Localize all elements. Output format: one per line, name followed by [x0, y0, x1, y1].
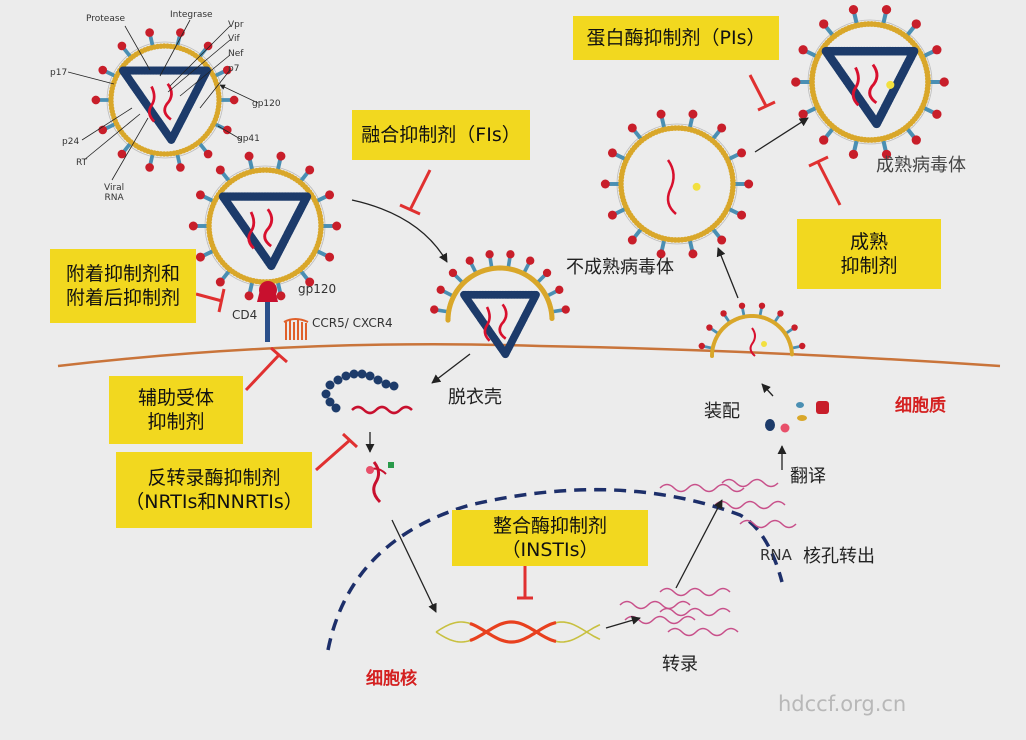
label-p17: p17 [50, 68, 68, 78]
inhibitor-bars [195, 74, 842, 600]
fusion-inhibitor-box: 融合抑制剂（FIs） [352, 110, 530, 160]
process-arrows [351, 117, 809, 629]
translated-proteins [765, 401, 829, 433]
virus-structure-diagram [91, 28, 239, 172]
label-viral-rna: Viral RNA [104, 183, 125, 203]
label-nuclear-export: 核孔转出 [803, 546, 875, 567]
fusion-inhibition [399, 169, 432, 216]
exported-rna [659, 478, 797, 529]
ccr5-coreceptor [283, 318, 309, 340]
integrase-inhibition [517, 566, 533, 600]
label-immature-virion: 不成熟病毒体 [566, 257, 674, 278]
label-protease: Protease [86, 14, 126, 24]
cd4-receptor [257, 281, 278, 342]
transcribed-rna [619, 587, 739, 637]
label-rna: RNA [760, 546, 792, 564]
label-gp120: gp120 [252, 99, 281, 109]
virus-fusing [430, 250, 570, 359]
virus-bound-to-cd4 [188, 151, 342, 301]
integrated-dna-helix [435, 620, 601, 644]
label-p7: p7 [228, 64, 240, 74]
label-nef: Nef [228, 49, 244, 59]
label-transcription: 转录 [662, 654, 698, 675]
label-vif: Vif [228, 34, 240, 44]
label-cytoplasm: 细胞质 [895, 396, 946, 416]
label-assembly: 装配 [704, 401, 740, 422]
mature-virion [791, 4, 949, 160]
label-gp41: gp41 [237, 134, 260, 144]
virus-budding [698, 302, 806, 358]
label-integrase: Integrase [170, 10, 213, 20]
protease-inhibition [748, 74, 776, 112]
maturation-inhibition [808, 155, 842, 206]
immature-virion [600, 109, 754, 259]
coreceptor-inhibitor-box: 辅助受体 抑制剂 [109, 376, 243, 444]
attachment-inhibitor-box: 附着抑制剂和 附着后抑制剂 [50, 249, 196, 323]
attachment-inhibition [195, 288, 226, 313]
viral-rna-strand [351, 405, 413, 415]
label-uncoating: 脱衣壳 [448, 387, 502, 408]
label-mature-virion: 成熟病毒体 [876, 155, 966, 176]
label-gp120-bound: gp120 [298, 282, 337, 296]
structure-pointer-lines [67, 19, 259, 181]
label-rt: RT [76, 158, 88, 168]
label-translation: 翻译 [790, 466, 826, 487]
reverse-transcribed-dna [366, 461, 394, 504]
label-nucleus: 细胞核 [366, 669, 417, 689]
uncoated-capsid [321, 369, 399, 413]
cell-membrane [57, 342, 1001, 368]
coreceptor-inhibition [244, 346, 288, 392]
label-p24: p24 [62, 137, 80, 147]
label-vpr: Vpr [228, 20, 244, 30]
integrase-inhibitor-box: 整合酶抑制剂 （INSTIs） [452, 510, 648, 566]
label-ccr5-cxcr4: CCR5/ CXCR4 [312, 316, 393, 330]
label-cd4: CD4 [232, 308, 258, 322]
nuclear-envelope [326, 487, 784, 651]
rt-inhibitor-box: 反转录酶抑制剂 （NRTIs和NNRTIs） [116, 452, 312, 528]
watermark: hdccf.org.cn [778, 692, 907, 716]
maturation-inhibitor-box: 成熟 抑制剂 [797, 219, 941, 289]
rt-inhibition [315, 432, 359, 472]
protease-inhibitor-box: 蛋白酶抑制剂（PIs） [573, 16, 779, 60]
